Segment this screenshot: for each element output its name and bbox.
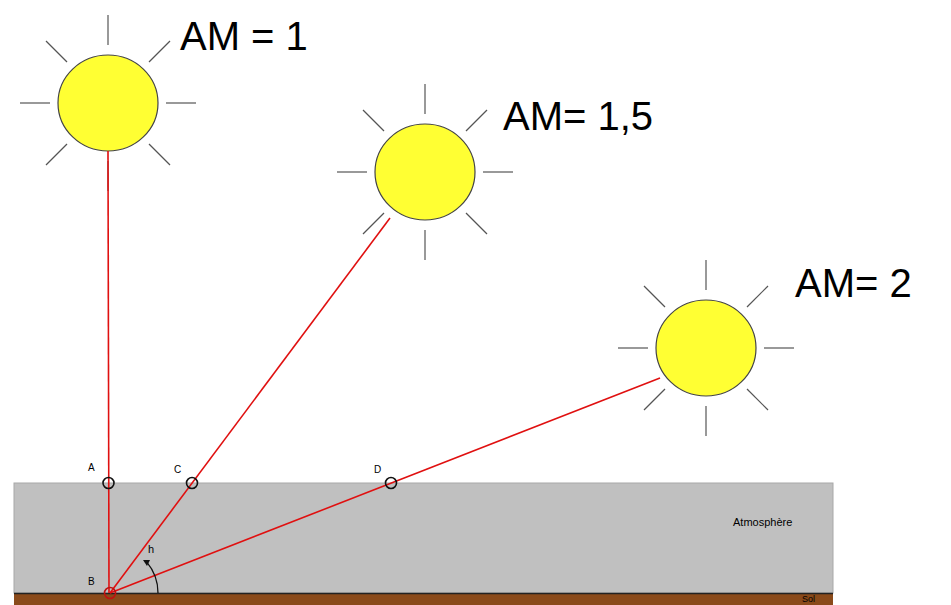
air-mass-label: AM= 2 [795, 263, 912, 303]
angle-arrowhead [143, 560, 150, 566]
point-label: A [88, 463, 95, 473]
atmosphere-band: Atmosphère [14, 483, 833, 593]
sun-disc [58, 55, 158, 151]
angle-label: h [148, 544, 154, 555]
ground-fill [14, 593, 833, 605]
sun-disc [656, 300, 756, 396]
sun-rays [20, 15, 794, 436]
sun-disc [375, 124, 475, 220]
ground-band: Sol [14, 594, 833, 605]
air-mass-label: AM = 1 [180, 16, 308, 56]
air-mass-label: AM= 1,5 [503, 96, 653, 136]
ground-line [14, 593, 833, 595]
point-label: C [174, 465, 181, 475]
point-label: D [374, 465, 381, 475]
point-marker [103, 478, 397, 599]
region-label: Sol [802, 594, 815, 605]
sun-ray-path [108, 151, 660, 593]
angle-arc [147, 562, 158, 593]
point-label: B [88, 577, 95, 587]
atmosphere-fill [14, 483, 833, 593]
region-label: Atmosphère [733, 516, 792, 529]
